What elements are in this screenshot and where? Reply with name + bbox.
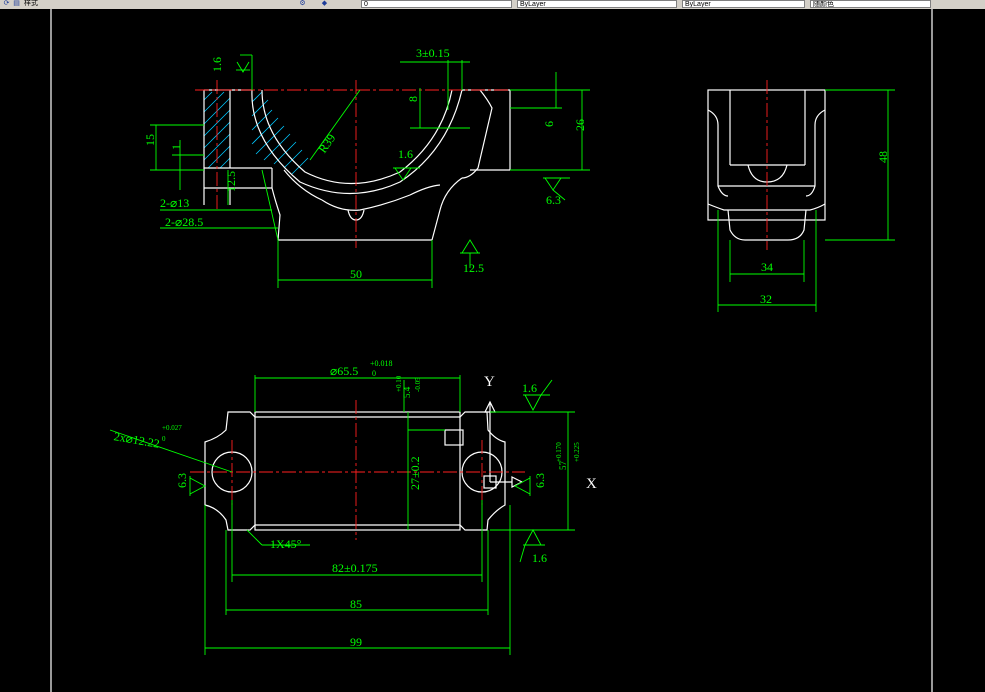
linetype-dropdown[interactable]: ByLayer <box>682 0 805 8</box>
roughness-label: 1.6 <box>522 381 537 395</box>
dimension-label: 34 <box>761 260 773 274</box>
dimension-label: 85 <box>350 597 362 611</box>
roughness-label: 6.3 <box>175 473 189 488</box>
hatch-left <box>203 91 309 175</box>
chamfer-label: 1X45° <box>270 537 302 551</box>
tolerance-label: 5.4 <box>402 386 412 398</box>
side-view: 48 34 32 <box>707 80 895 312</box>
style-label: 样式 <box>24 0 38 7</box>
layer-state-icon[interactable]: ⚙ <box>299 0 306 7</box>
tolerance-down: +0.225 <box>573 442 581 462</box>
dimension-label: 27±0.2 <box>408 456 422 490</box>
layer-dropdown[interactable]: 0 <box>361 0 512 8</box>
roughness-label: 1.6 <box>210 57 224 72</box>
bore-label: ⌀65.5 <box>330 364 358 378</box>
bore-tol-down: 0 <box>372 369 376 378</box>
hole-label: 2-⌀28.5 <box>165 215 203 229</box>
drawing-canvas[interactable]: 1.6 3±0.15 8 6 26 15 1 R39 1.6 12.5 2-⌀1… <box>0 9 985 692</box>
front-view: 1.6 3±0.15 8 6 26 15 1 R39 1.6 12.5 2-⌀1… <box>143 46 590 288</box>
dimension-label: 8 <box>406 96 420 102</box>
dimension-label: 26 <box>573 119 587 131</box>
bore-tol-up: +0.018 <box>370 359 393 368</box>
tolerance-down: -0.05 <box>414 377 422 392</box>
dimension-label: 32 <box>760 292 772 306</box>
dimension-label: 12.5 <box>224 171 238 192</box>
roughness-label: 12.5 <box>463 261 484 275</box>
roughness-label: 1.6 <box>398 147 413 161</box>
roughness-label: 6.3 <box>546 193 561 207</box>
drawing-frame <box>50 9 933 692</box>
color-dropdown[interactable]: ByLayer <box>517 0 677 8</box>
plot-style-dropdown[interactable]: 随颜色 <box>810 0 931 8</box>
refresh-icon[interactable]: ⟳ <box>3 0 10 7</box>
tolerance-up: +0.170 <box>555 442 563 462</box>
axis-x-label: X <box>586 476 597 492</box>
roughness-label: 1.6 <box>532 551 547 565</box>
tolerance-label: 3±0.15 <box>416 46 450 60</box>
dimension-label: 99 <box>350 635 362 649</box>
dimension-label: 57 <box>558 461 568 471</box>
dimension-label: 50 <box>350 267 362 281</box>
axis-y-label: Y <box>484 374 495 390</box>
holes-tol-down: 0 <box>162 435 166 443</box>
roughness-label: 6.3 <box>533 473 547 488</box>
dimension-label: 48 <box>876 151 890 163</box>
hole-label: 2-⌀13 <box>160 196 189 210</box>
tolerance-up: +0.10 <box>395 375 403 392</box>
layer-prev-icon[interactable]: ◆ <box>321 0 328 7</box>
top-view: ⌀65.5 +0.018 0 5.4 +0.10 -0.05 1.6 2x⌀12… <box>109 359 597 655</box>
dimension-label: 82±0.175 <box>332 561 378 575</box>
dimension-label: 15 <box>143 134 157 146</box>
dimension-label: 1 <box>169 144 183 150</box>
holes-tol-up: +0.027 <box>162 424 182 432</box>
layer-icon[interactable]: ▤ <box>13 0 20 7</box>
dimension-label: 6 <box>542 121 556 127</box>
